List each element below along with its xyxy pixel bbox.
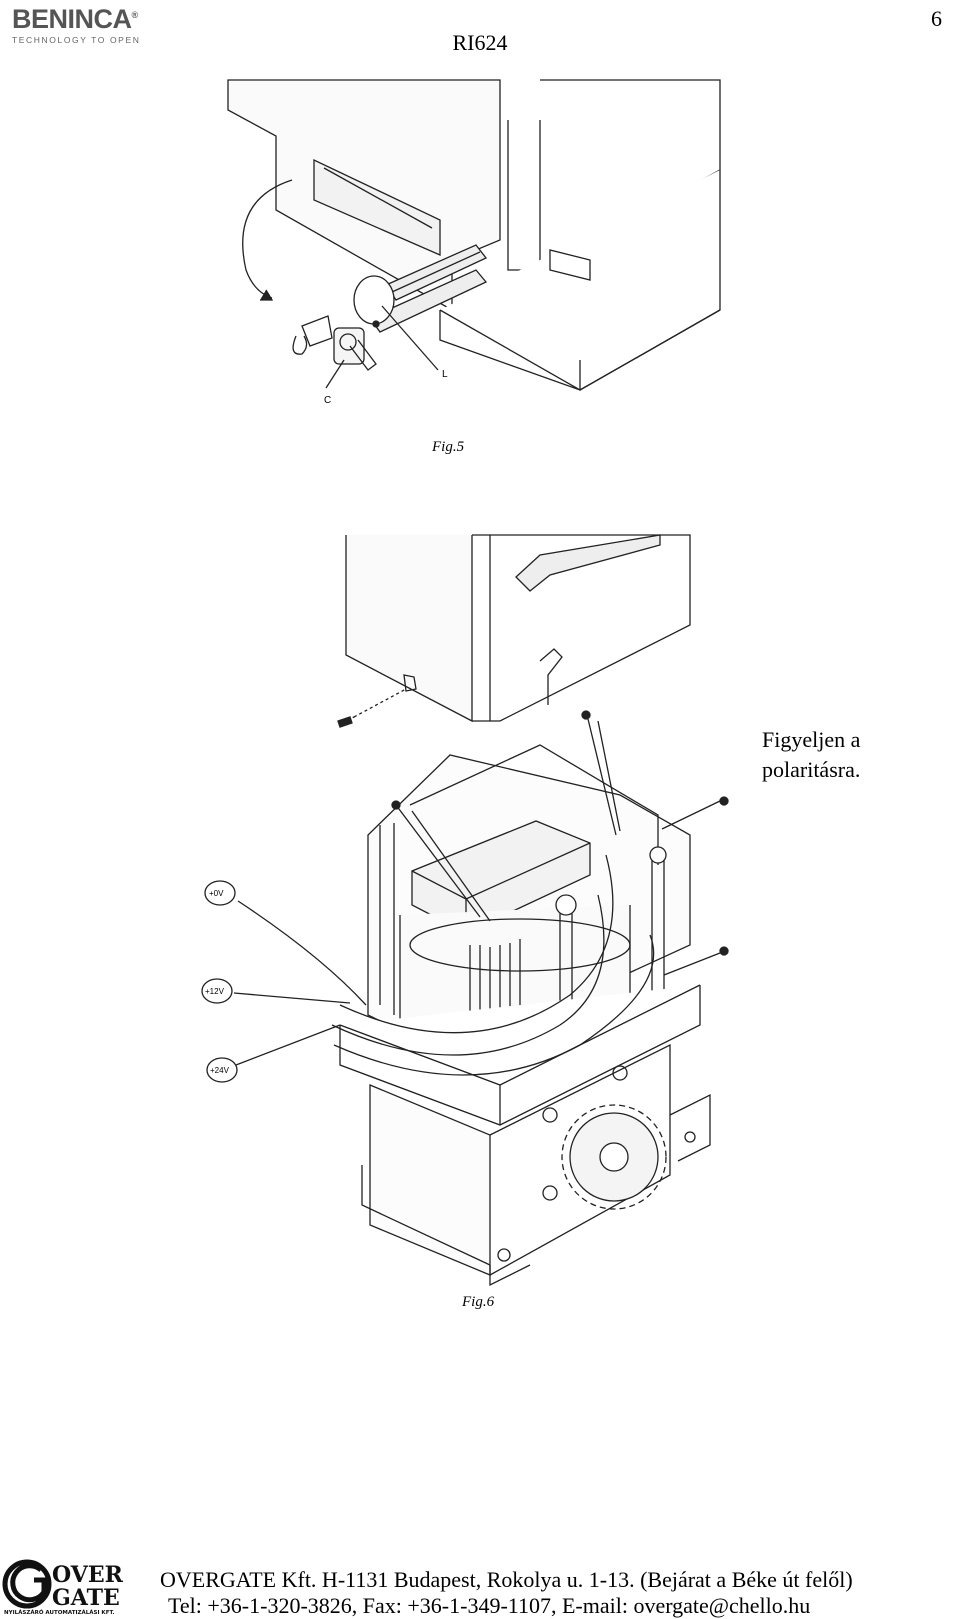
footer-contact: Tel: +36-1-320-3826, Fax: +36-1-349-1107… (168, 1593, 811, 1618)
figure-5-caption: Fig.5 (431, 439, 465, 455)
figure-5-label-l: L (442, 369, 448, 380)
brand-tagline: TECHNOLOGY TO OPEN (12, 35, 141, 45)
figure-5-label-c: C (324, 395, 331, 406)
brand-name: BENINCA (12, 4, 132, 34)
figure-6-caption: Fig.6 (461, 1294, 495, 1310)
overgate-logo-over: OVER (52, 1562, 124, 1588)
overgate-logo: OVER GATE NYILÁSZÁRÓ AUTOMATIZÁLÁSI KFT. (2, 1559, 124, 1616)
overgate-logo-gate: GATE (52, 1585, 120, 1611)
brand-mark: ® (131, 10, 139, 20)
polarity-note: Figyeljen a polaritásra. (762, 725, 860, 785)
polarity-note-line-2: polaritásra. (762, 757, 861, 782)
figure-6-label-0v: +0V (209, 889, 224, 898)
polarity-note-line-1: Figyeljen a (762, 727, 861, 752)
beninca-logo: BENINCA® TECHNOLOGY TO OPEN (12, 6, 172, 50)
page-number: 6 (931, 6, 942, 31)
figure-6-label-24v: +24V (210, 1066, 230, 1075)
figure-6-label-12v: +12V (205, 987, 225, 996)
figure-5-drawing: C L Fig.5 (200, 70, 760, 470)
overgate-logo-tagline: NYILÁSZÁRÓ AUTOMATIZÁLÁSI KFT. (4, 1609, 114, 1616)
document-title: RI624 (452, 30, 508, 55)
figure-6-drawing: +0V +12V +24V Fig.6 (200, 525, 760, 1325)
footer-address: OVERGATE Kft. H-1131 Budapest, Rokolya u… (160, 1567, 853, 1592)
